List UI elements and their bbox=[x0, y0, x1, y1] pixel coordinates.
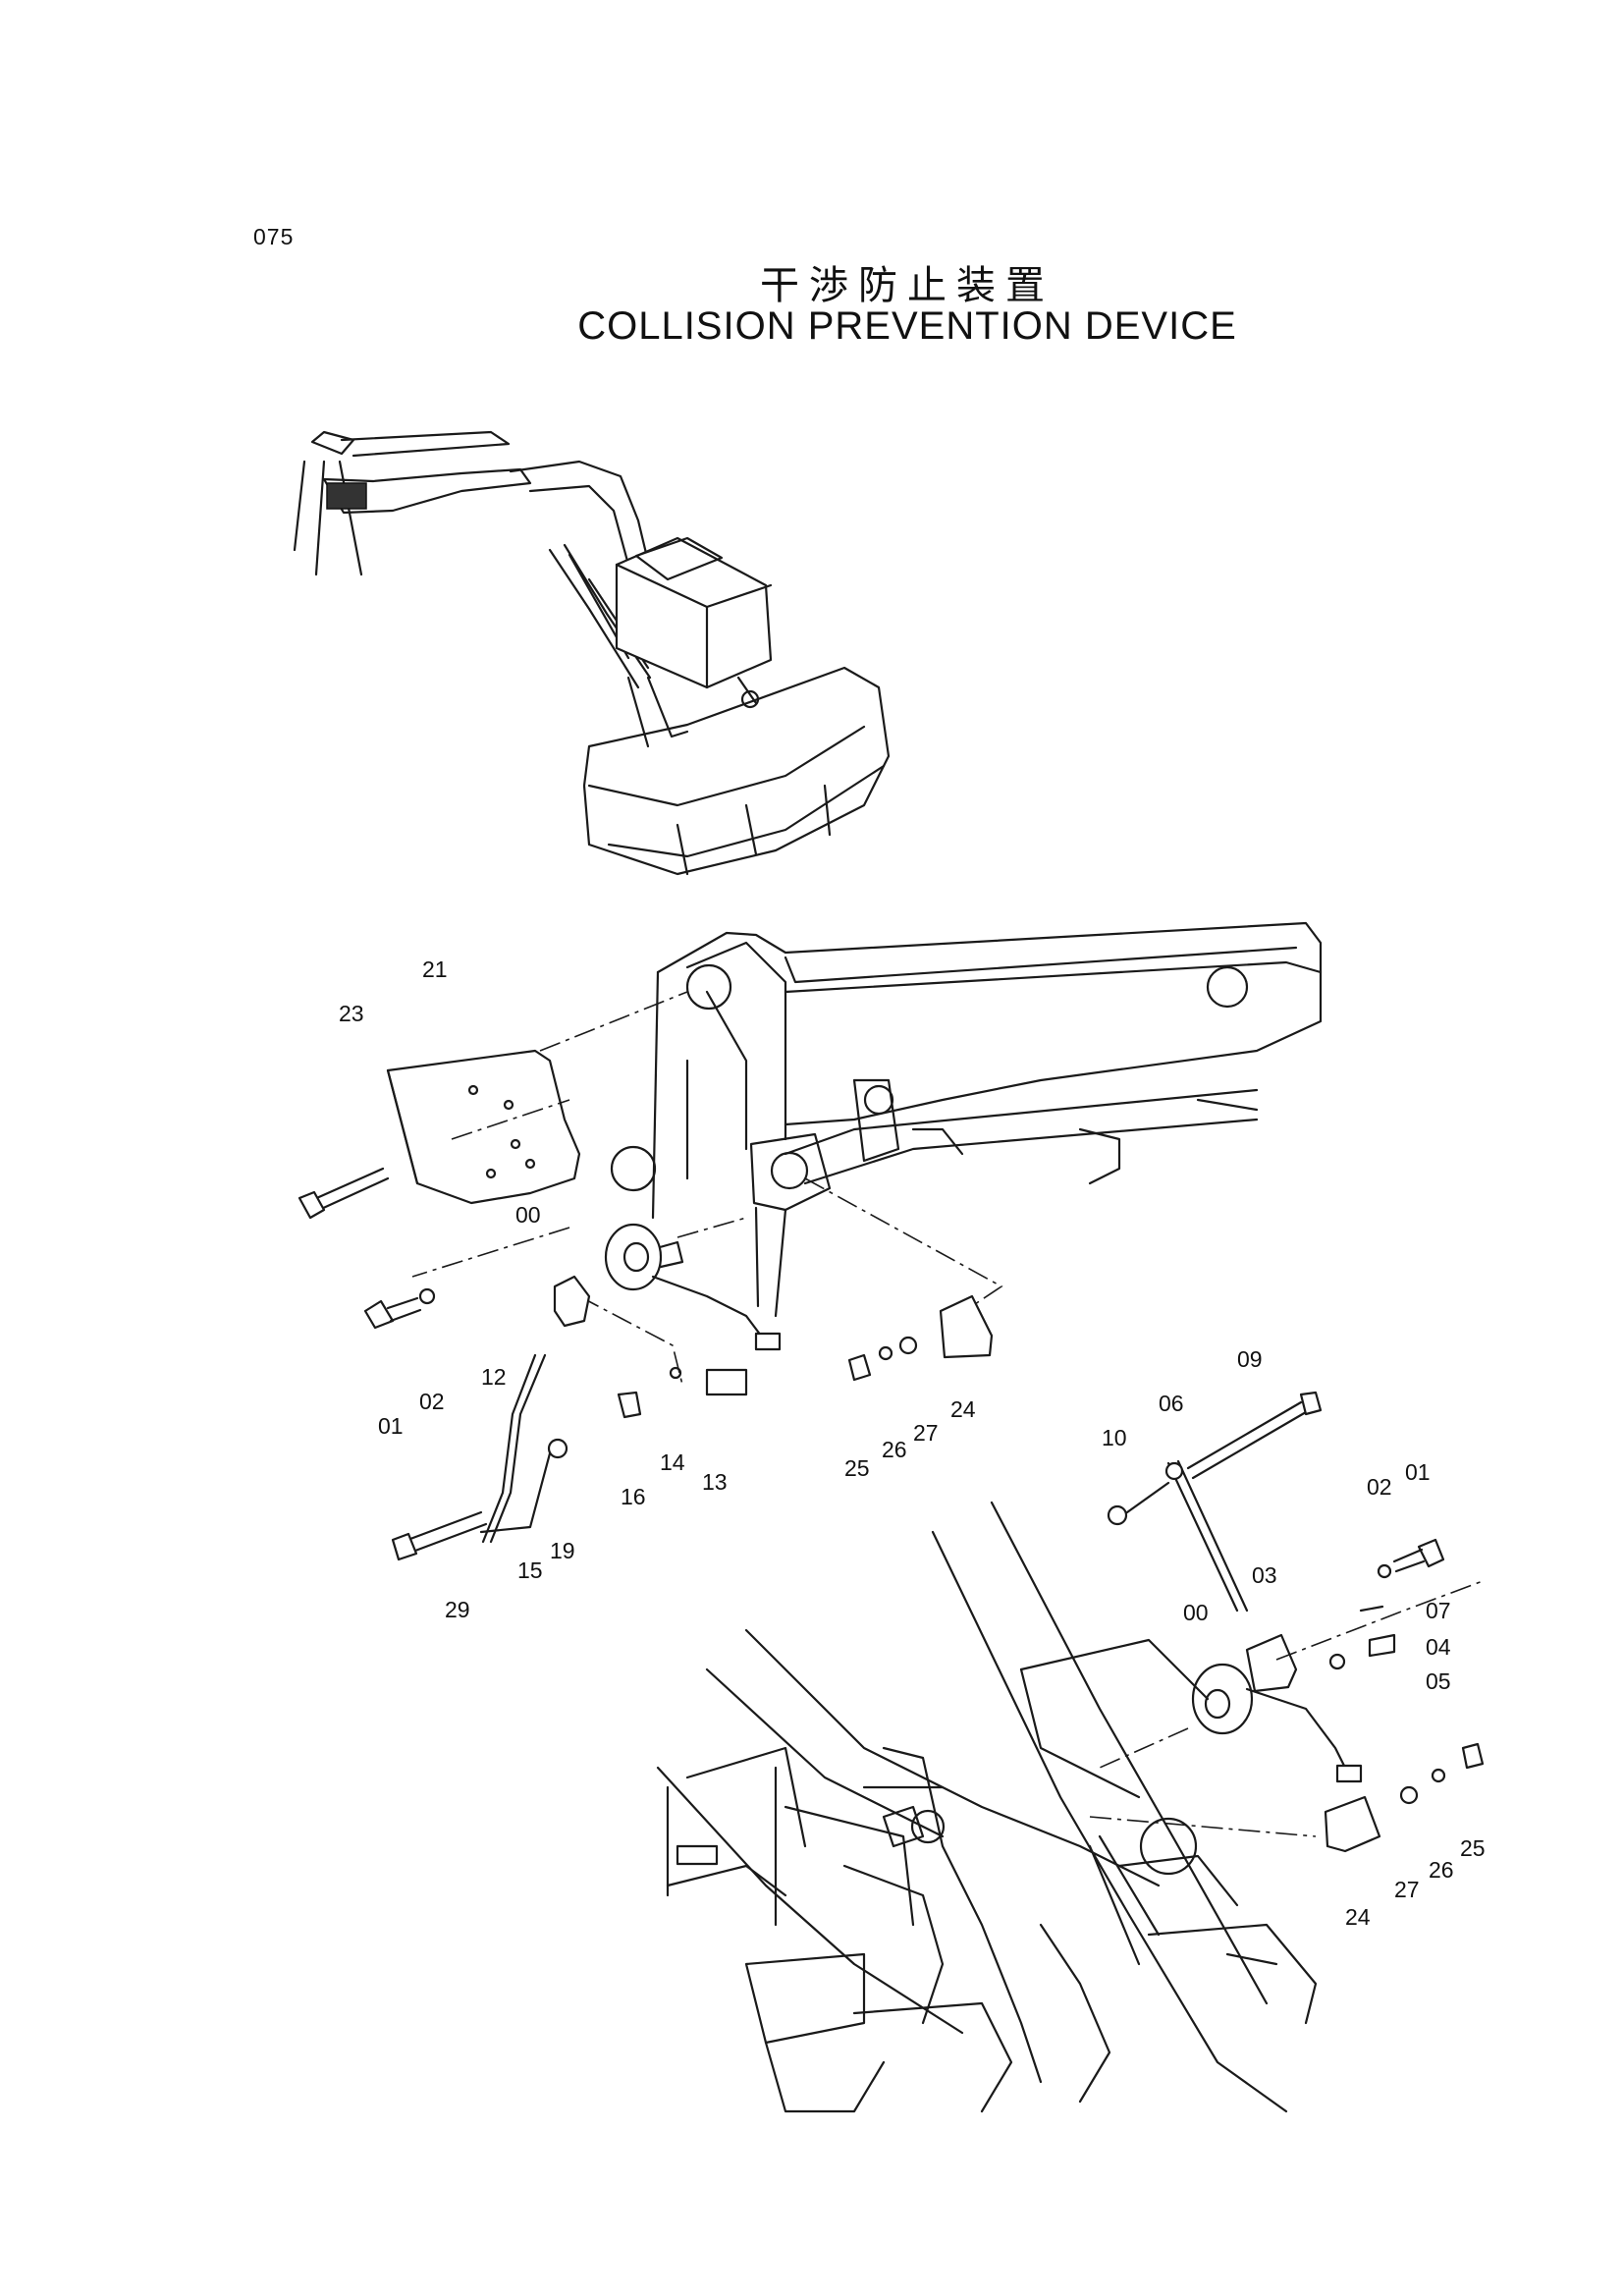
label-26-right: 26 bbox=[1429, 1857, 1454, 1883]
label-25: 25 bbox=[844, 1455, 870, 1481]
label-10: 10 bbox=[1102, 1425, 1127, 1450]
label-12: 12 bbox=[481, 1364, 507, 1390]
label-27-right: 27 bbox=[1394, 1877, 1420, 1902]
title-japanese: 干渉防止装置 bbox=[760, 263, 1055, 308]
label-01-right: 01 bbox=[1405, 1459, 1431, 1485]
label-16: 16 bbox=[621, 1484, 646, 1509]
label-27: 27 bbox=[913, 1420, 939, 1446]
label-19: 19 bbox=[550, 1538, 575, 1563]
label-07: 07 bbox=[1426, 1598, 1451, 1623]
label-09: 09 bbox=[1237, 1346, 1263, 1372]
left-parts bbox=[298, 991, 1003, 1561]
right-parts bbox=[1089, 1391, 1485, 1853]
label-24: 24 bbox=[950, 1396, 976, 1422]
label-21: 21 bbox=[422, 957, 448, 982]
label-26: 26 bbox=[882, 1437, 907, 1462]
label-15: 15 bbox=[517, 1558, 543, 1583]
label-00: 00 bbox=[515, 1202, 541, 1228]
frame-detail bbox=[656, 1501, 1318, 2113]
label-23: 23 bbox=[339, 1001, 364, 1026]
excavator-overview bbox=[293, 430, 891, 876]
label-03: 03 bbox=[1252, 1562, 1277, 1588]
label-05: 05 bbox=[1426, 1668, 1451, 1694]
label-00-right: 00 bbox=[1183, 1600, 1209, 1625]
label-06: 06 bbox=[1159, 1391, 1184, 1416]
part-labels: 21 23 00 01 02 12 14 16 13 15 19 29 25 2… bbox=[339, 957, 1486, 1930]
label-29: 29 bbox=[445, 1597, 470, 1622]
page-number: 075 bbox=[253, 224, 295, 249]
label-02: 02 bbox=[419, 1389, 445, 1414]
label-13: 13 bbox=[702, 1469, 728, 1495]
label-14: 14 bbox=[660, 1449, 685, 1475]
label-24-right: 24 bbox=[1345, 1904, 1371, 1930]
label-01: 01 bbox=[378, 1413, 404, 1439]
title-english: COLLISION PREVENTION DEVICE bbox=[577, 304, 1237, 348]
label-02-right: 02 bbox=[1367, 1474, 1392, 1500]
label-25-right: 25 bbox=[1460, 1835, 1486, 1861]
boom-detail bbox=[610, 921, 1323, 1318]
label-04: 04 bbox=[1426, 1634, 1451, 1660]
